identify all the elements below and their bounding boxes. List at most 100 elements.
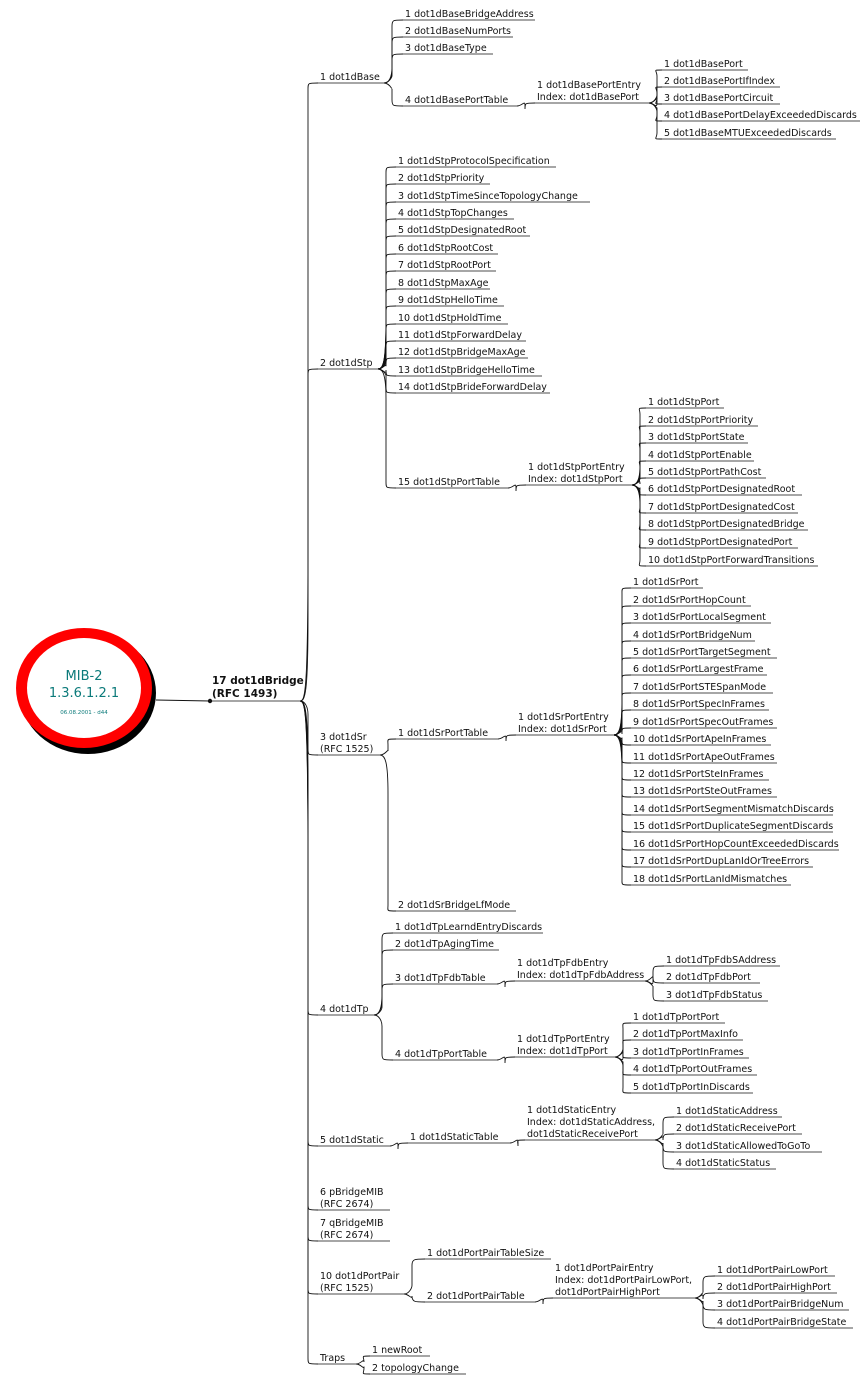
node-pq4: 4 dot1dPortPairBridgeState bbox=[715, 1317, 853, 1329]
node-st4: 4 dot1dStaticStatus bbox=[674, 1158, 776, 1170]
node-label: 1 dot1dBaseBridgeAddress bbox=[405, 9, 534, 20]
node-sr8: 8 dot1dSrPortSpecInFrames bbox=[631, 699, 769, 711]
node-pb: 6 pBridgeMIB(RFC 2674) bbox=[318, 1187, 390, 1211]
node-bp2: 2 dot1dBasePortIfIndex bbox=[662, 76, 780, 88]
node-label: 5 dot1dStpPortPathCost bbox=[648, 467, 762, 478]
connector-pq3 bbox=[694, 1297, 716, 1311]
connector-stt bbox=[389, 1142, 409, 1150]
connector-ppe bbox=[534, 1297, 554, 1305]
connector-base bbox=[299, 82, 319, 702]
node-sr18: 18 dot1dSrPortLanIdMismatches bbox=[631, 874, 791, 886]
connector-s12 bbox=[377, 357, 397, 370]
node-bp3: 3 dot1dBasePortCircuit bbox=[662, 93, 780, 105]
node-label: 1 dot1dBasePort bbox=[664, 59, 743, 70]
connector-srpt bbox=[379, 738, 397, 756]
node-label: 2 dot1dPortPairHighPort bbox=[717, 1282, 831, 1293]
node-s3: 3 dot1dStpTimeSinceTopologyChange bbox=[396, 191, 590, 203]
node-srlf: 2 dot1dSrBridgeLfMode bbox=[396, 900, 516, 912]
node-label: 4 dot1dTpPortOutFrames bbox=[633, 1064, 752, 1075]
connector-pp bbox=[299, 700, 319, 1295]
connector-pp1 bbox=[403, 1258, 426, 1295]
node-label: 1 dot1dPortPairTableSize bbox=[427, 1248, 544, 1259]
node-sr4: 4 dot1dSrPortBridgeNum bbox=[631, 630, 755, 642]
node-st3: 3 dot1dStaticAllowedToGoTo bbox=[674, 1141, 822, 1153]
connector-base1 bbox=[383, 19, 404, 84]
connector-sr6 bbox=[613, 674, 632, 736]
connector-s11 bbox=[377, 340, 397, 370]
node-label: 12 dot1dStpBridgeMaxAge bbox=[398, 347, 526, 358]
node-label: 2 dot1dSrPortHopCount bbox=[633, 595, 746, 606]
connector-sr17 bbox=[613, 734, 632, 868]
node-label: 4 dot1dBasePortDelayExceededDiscards bbox=[664, 110, 857, 121]
node-base3: 3 dot1dBaseType bbox=[403, 43, 493, 55]
node-label: Index: dot1dTpPort bbox=[517, 1046, 608, 1057]
connector-tp bbox=[299, 700, 319, 1016]
node-sp10: 10 dot1dStpPortForwardTransitions bbox=[646, 555, 818, 567]
node-label: 18 dot1dSrPortLanIdMismatches bbox=[633, 874, 787, 885]
connector-spe bbox=[507, 484, 527, 492]
node-s10: 10 dot1dStpHoldTime bbox=[396, 313, 508, 325]
connector-s4 bbox=[377, 218, 397, 370]
node-sp8: 8 dot1dStpPortDesignatedBridge bbox=[646, 519, 808, 531]
tree-nodes: 1 dot1dBase 1 dot1dBaseBridgeAddress 2 dot… bbox=[318, 9, 860, 1375]
node-label: 2 dot1dStpPortPriority bbox=[648, 415, 754, 426]
node-sr14: 14 dot1dSrPortSegmentMismatchDiscards bbox=[631, 804, 834, 816]
node-label: 6 dot1dSrPortLargestFrame bbox=[633, 664, 764, 675]
node-s9: 9 dot1dStpHelloTime bbox=[396, 295, 504, 307]
node-label: 9 dot1dStpPortDesignatedPort bbox=[648, 537, 793, 548]
node-label: 13 dot1dSrPortSteOutFrames bbox=[633, 786, 772, 797]
node-label: 17 dot1dSrPortDupLanIdOrTreeErrors bbox=[633, 856, 809, 867]
node-spt: 15 dot1dStpPortTable bbox=[396, 477, 508, 489]
node-sr1: 1 dot1dSrPort bbox=[631, 577, 703, 589]
connector-tr2 bbox=[355, 1363, 371, 1375]
node-label: 10 dot1dPortPair bbox=[320, 1271, 399, 1282]
node-pq3: 3 dot1dPortPairBridgeNum bbox=[715, 1299, 849, 1311]
node-tp: 4 dot1dTp bbox=[318, 1004, 374, 1016]
node-label: 3 dot1dStpPortState bbox=[648, 432, 745, 443]
connector-tp1 bbox=[373, 932, 394, 1016]
node-label: 1 dot1dBasePortEntry bbox=[537, 80, 641, 91]
node-tp2: 2 dot1dTpAgingTime bbox=[393, 939, 499, 951]
connector-st2 bbox=[654, 1133, 675, 1141]
node-label: 7 qBridgeMIB bbox=[320, 1218, 384, 1229]
node-st1: 1 dot1dStaticAddress bbox=[674, 1106, 782, 1118]
node-label: 2 dot1dTpPortMaxInfo bbox=[633, 1029, 738, 1040]
node-sr17: 17 dot1dSrPortDupLanIdOrTreeErrors bbox=[631, 856, 813, 868]
connector-pq4 bbox=[694, 1297, 716, 1329]
node-pp: 10 dot1dPortPair(RFC 1525) bbox=[318, 1271, 404, 1295]
node-base2: 2 dot1dBaseNumPorts bbox=[403, 26, 513, 38]
node-label: 4 dot1dBasePortTable bbox=[405, 95, 508, 106]
connector-sp5 bbox=[631, 477, 647, 486]
node-label: 8 dot1dStpPortDesignatedBridge bbox=[648, 519, 805, 530]
node-sr5: 5 dot1dSrPortTargetSegment bbox=[631, 647, 777, 659]
node-stt: 1 dot1dStaticTable bbox=[408, 1132, 510, 1144]
node-label: 7 dot1dStpRootPort bbox=[398, 260, 491, 271]
node-label: 4 dot1dStaticStatus bbox=[676, 1158, 770, 1169]
node-label: 3 dot1dBasePortCircuit bbox=[664, 93, 774, 104]
node-label: 1 dot1dTpLearndEntryDiscards bbox=[395, 922, 542, 933]
node-label: 7 dot1dStpPortDesignatedCost bbox=[648, 502, 795, 513]
node-tf1: 1 dot1dTpFdbSAddress bbox=[664, 955, 780, 967]
node-s14: 14 dot1dStpBrideForwardDelay bbox=[396, 382, 550, 394]
node-label: 1 dot1dTpFdbEntry bbox=[517, 958, 609, 969]
connector-srlf bbox=[379, 754, 397, 912]
connector-st4 bbox=[654, 1139, 675, 1170]
node-label: dot1dPortPairHighPort bbox=[555, 1287, 660, 1298]
node-ppt: 2 dot1dPortPairTable bbox=[425, 1291, 535, 1303]
connector-tpp5 bbox=[614, 1056, 632, 1094]
connector-sr11 bbox=[613, 734, 632, 764]
node-base: 1 dot1dBase bbox=[318, 72, 384, 84]
dot1dbridge-node: 17 dot1dBridge (RFC 1493) bbox=[155, 675, 304, 704]
node-s8: 8 dot1dStpMaxAge bbox=[396, 278, 490, 290]
connector-tpfe bbox=[496, 980, 516, 988]
connector-tr bbox=[299, 700, 319, 1365]
node-label: 3 dot1dTpFdbTable bbox=[395, 973, 486, 984]
connector-sr5 bbox=[613, 657, 632, 736]
connector-s10 bbox=[377, 323, 397, 370]
node-sr2: 2 dot1dSrPortHopCount bbox=[631, 595, 751, 607]
mib2-root-node: MIB-2 1.3.6.1.2.1 06.08.2001 - d44 bbox=[16, 628, 156, 754]
node-s2: 2 dot1dStpPriority bbox=[396, 173, 490, 185]
